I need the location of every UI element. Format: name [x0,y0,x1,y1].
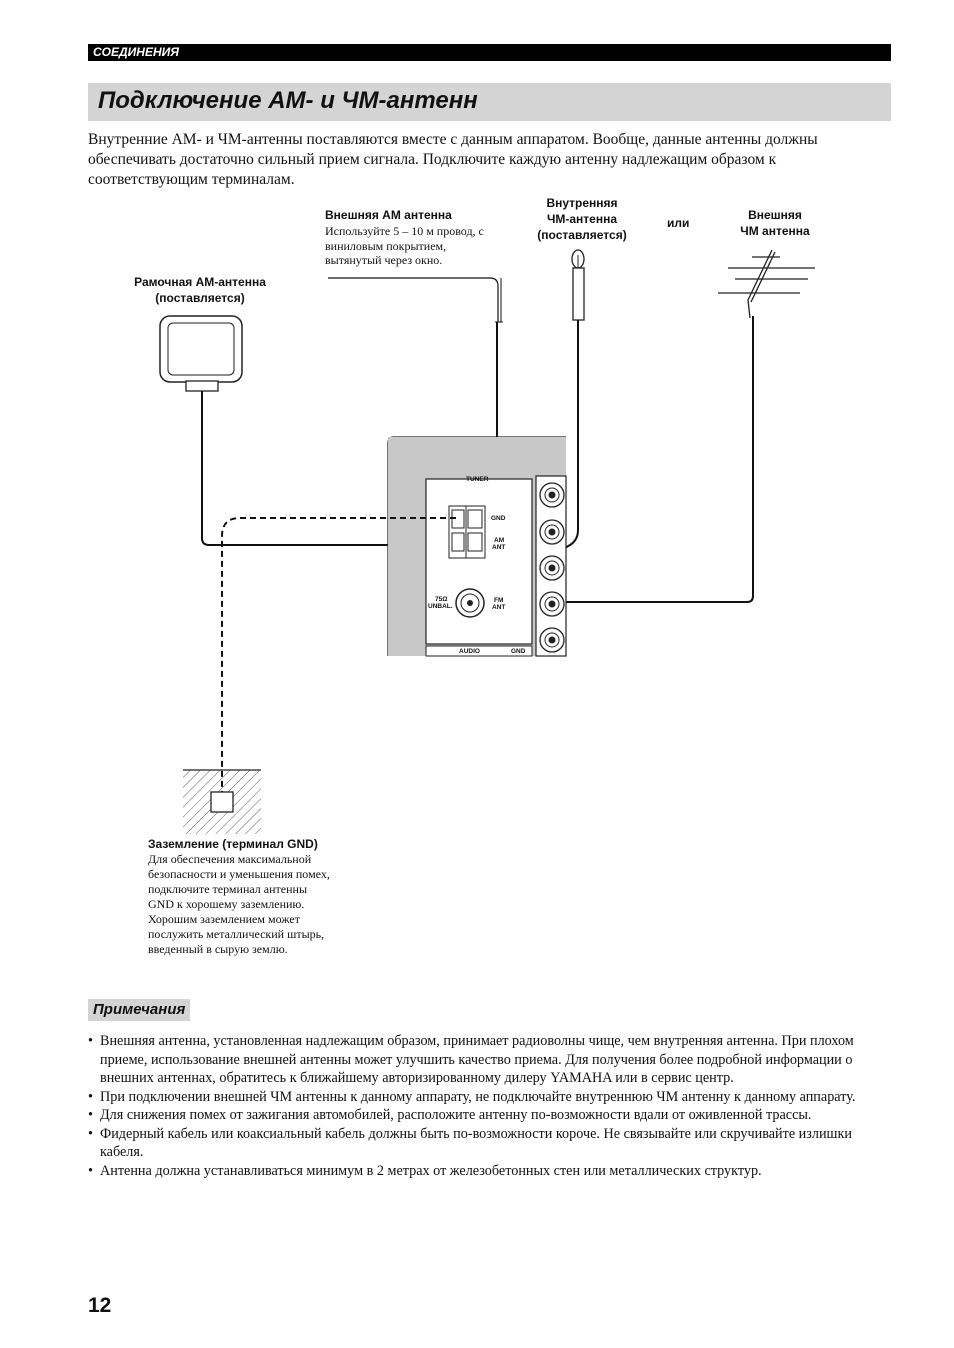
panel-75-label: 75Ω [435,596,447,603]
loop-am-antenna-icon [159,315,243,392]
title-bar: Подключение AM- и ЧМ-антенн [88,83,891,121]
note-item: Фидерный кабель или коаксиальный кабель … [88,1125,893,1162]
ext-am-antenna-label: Внешняя AM антенна [325,208,452,222]
panel-am-ant-label: ANT [492,544,505,551]
indoor-fm-wire [471,320,579,603]
loop-am-wire [201,391,456,546]
external-fm-antenna-icon [718,249,815,319]
panel-gnd-label: GND [491,515,506,522]
ground-earth-icon [183,769,261,834]
panel-fm-label: FM [494,597,503,604]
page-number: 12 [88,1294,112,1317]
panel-fm-ant-label: ANT [492,604,505,611]
notes-list: Внешняя антенна, установленная надлежащи… [88,1032,893,1180]
note-item: При подключении внешней ЧМ антенны к дан… [88,1088,893,1107]
note-item: Для снижения помех от зажигания автомоби… [88,1106,893,1125]
note-item: Антенна должна устанавливаться минимум в… [88,1162,893,1181]
section-header-bar: СОЕДИНЕНИЯ [88,44,891,61]
panel-gnd2-label: GND [511,648,526,655]
notes-heading: Примечания [88,999,191,1021]
panel-audio-label: AUDIO [459,648,480,655]
page-title: Подключение AM- и ЧМ-антенн [98,87,478,114]
ground-title: Заземление (терминал GND) [148,837,318,851]
panel-am-label: AM [494,537,504,544]
ext-am-antenna-desc: Используйте 5 – 10 м провод, с виниловым… [325,224,484,267]
ext-fm-wire [486,316,754,603]
ext-am-wire-top [328,277,499,322]
receiver-rear-panel [387,436,567,657]
panel-unbal-label: UNBAL. [428,603,453,610]
intro-paragraph: Внутренние AM- и ЧМ-антенны поставляются… [88,131,818,188]
panel-tuner-label: TUNER [466,476,489,483]
ground-description: Для обеспечения максимальной безопасност… [148,852,330,956]
indoor-fm-antenna-label: Внутренняя ЧМ-антенна (поставляется) [537,196,627,242]
or-label: или [667,216,690,230]
ext-fm-antenna-label: Внешняя ЧМ антенна [740,208,810,238]
ground-wire [221,517,456,792]
note-item: Внешняя антенна, установленная надлежащи… [88,1032,893,1088]
loop-am-antenna-label: Рамочная AM-антенна (поставляется) [134,275,266,305]
indoor-fm-antenna-icon [571,249,585,321]
section-label: СОЕДИНЕНИЯ [93,45,180,59]
